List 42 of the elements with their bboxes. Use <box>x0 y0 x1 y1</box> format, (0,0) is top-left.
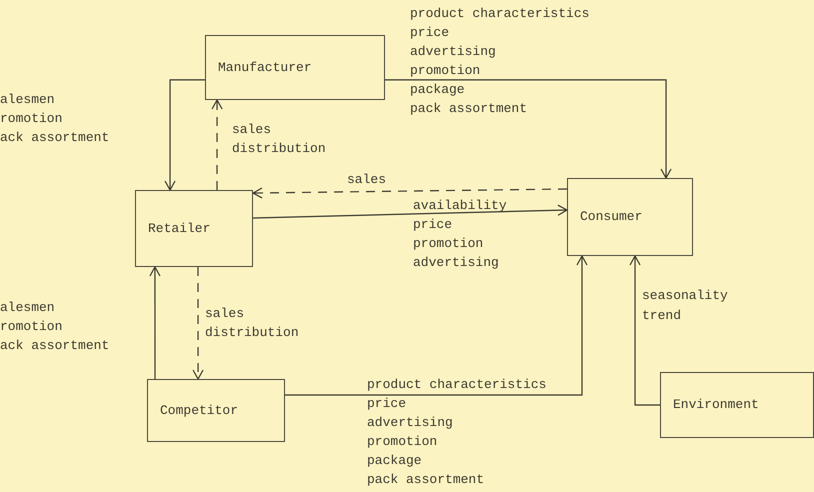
factor-label: price <box>410 25 450 41</box>
factor-label: package <box>410 82 465 98</box>
factor-label: availability <box>413 198 507 214</box>
arrow <box>385 79 672 179</box>
environment-box: Environment <box>660 372 814 438</box>
competitor-box: Competitor <box>147 379 285 442</box>
factor-label: alesmen <box>0 92 55 108</box>
factor-label: price <box>413 217 452 233</box>
factor-label: romotion <box>0 319 62 335</box>
arrow <box>252 187 567 199</box>
factor-label: promotion <box>410 63 480 79</box>
factor-label: promotion <box>413 236 484 252</box>
arrow <box>252 204 568 219</box>
factor-label: price <box>367 396 406 412</box>
factor-label: advertising <box>413 255 499 271</box>
retailer-box: Retailer <box>135 190 253 267</box>
factor-label: pack assortment <box>410 101 528 117</box>
factor-label: ack assortment <box>0 130 110 146</box>
factor-label: pack assortment <box>367 472 484 488</box>
factor-label: romotion <box>0 111 62 127</box>
factor-label: advertising <box>410 44 496 60</box>
factor-label: advertising <box>367 415 453 431</box>
factor-label: product characteristics <box>367 377 546 393</box>
consumer-box: Consumer <box>567 178 693 256</box>
factor-label: sales <box>232 122 272 138</box>
arrow <box>192 267 204 380</box>
factor-label: promotion <box>367 434 438 450</box>
arrow <box>629 255 660 406</box>
arrow <box>285 255 588 396</box>
arrow <box>164 79 205 191</box>
factor-label: product characteristics <box>410 6 590 22</box>
factor-label: package <box>367 453 422 469</box>
factor-label: trend <box>642 308 682 324</box>
manufacturer-box: Manufacturer <box>205 35 385 100</box>
factor-label: distribution <box>232 141 326 157</box>
factor-label: sales <box>205 306 244 322</box>
factor-label: seasonality <box>642 288 728 304</box>
factor-label: ack assortment <box>0 338 110 354</box>
arrow <box>149 266 161 379</box>
factor-label: distribution <box>205 325 299 341</box>
arrow <box>211 99 223 190</box>
factor-label: alesmen <box>0 300 55 316</box>
